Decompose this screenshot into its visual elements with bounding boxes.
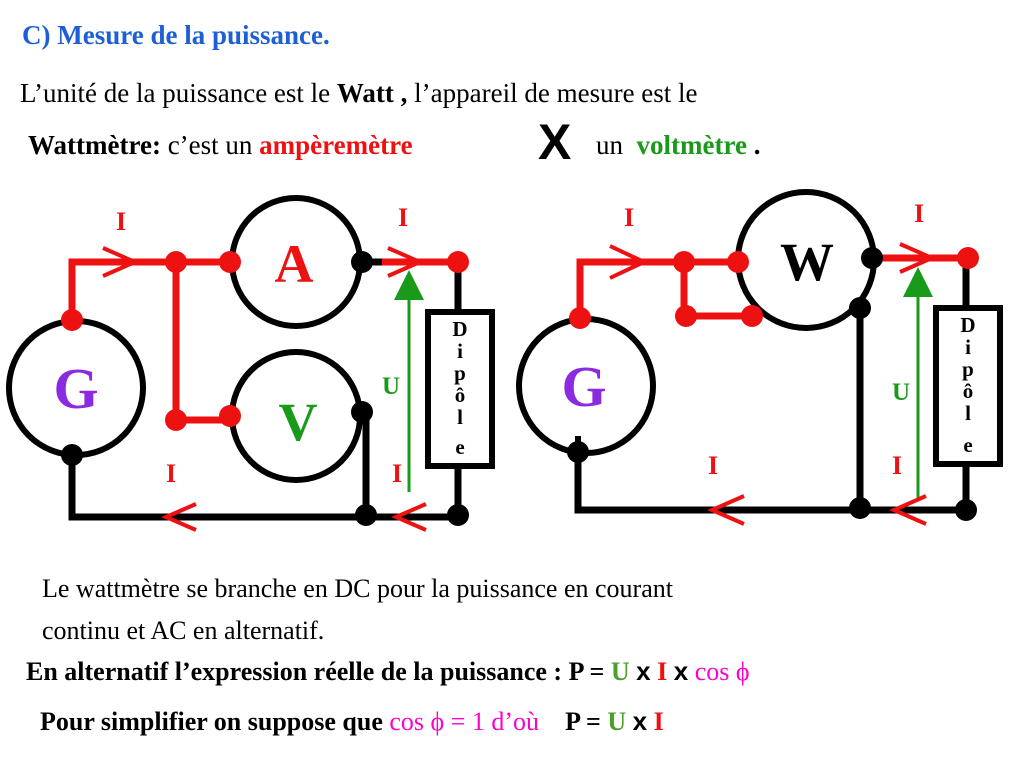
left-dipole-letter: l — [457, 405, 463, 429]
right-current-label: I — [892, 451, 902, 480]
intro-text: l’appareil de mesure est le — [414, 78, 698, 108]
dot: . — [753, 130, 761, 160]
formula-i: I — [653, 707, 664, 736]
left-voltage-label: U — [382, 373, 400, 400]
right-dipole-letter: D — [960, 313, 975, 337]
left-node — [219, 251, 241, 273]
right-wattmeter-label: W — [780, 232, 834, 292]
right-node — [567, 441, 589, 463]
formula-simplified: Pour simplifier on suppose que cos ϕ = 1… — [40, 706, 664, 737]
right-circuit: G W D i p ô l e U I I I I — [516, 189, 1003, 526]
left-node — [61, 444, 83, 466]
right-node — [727, 251, 749, 273]
right-dipole-letter: ô — [963, 379, 974, 403]
right-node — [673, 251, 695, 273]
formula-cos-phi: cos ϕ — [694, 657, 750, 686]
left-node — [447, 251, 469, 273]
left-node — [355, 504, 377, 526]
right-current-label: I — [708, 451, 718, 480]
right-node — [675, 305, 697, 327]
left-current-label: I — [392, 459, 402, 488]
right-node — [849, 297, 871, 319]
amperemetre-word: ampèremètre — [259, 130, 413, 160]
right-current-arrow — [899, 242, 937, 274]
left-current-label: I — [166, 459, 176, 488]
right-node — [957, 247, 979, 269]
left-dipole — [425, 309, 495, 469]
left-dipole-letter: D — [452, 317, 467, 341]
right-bottom-wire — [574, 448, 970, 514]
intro-text: c’est un — [167, 130, 253, 160]
right-current-label: I — [914, 199, 924, 228]
right-return-arrow — [889, 494, 927, 526]
right-dipole-letter: e — [963, 433, 972, 457]
left-node — [447, 504, 469, 526]
formula-u: U — [610, 657, 630, 686]
right-current-wire — [576, 258, 738, 318]
slide-title: C) Mesure de la puissance. — [22, 20, 330, 50]
left-dipole-letter: ô — [455, 383, 466, 407]
times-sign: X — [538, 114, 572, 170]
intro-line-1: L’unité de la puissance est le Watt , l’… — [20, 78, 698, 109]
formula-times: x — [636, 656, 651, 686]
left-dipole-letter: i — [457, 339, 463, 363]
right-generator-label: G — [561, 354, 606, 419]
left-circuit: G A V D i p ô l e U I I I I — [6, 195, 495, 532]
formula-prefix: Pour simplifier on suppose que — [40, 707, 383, 736]
right-node — [849, 497, 871, 519]
intro-text: L’unité de la puissance est le — [20, 78, 331, 108]
left-node — [351, 401, 373, 423]
paragraph-line-2: continu et AC en alternatif. — [42, 616, 325, 645]
voltmetre-word: voltmètre — [636, 130, 747, 160]
wattmetre-word: Wattmètre: — [28, 130, 161, 160]
left-dipole-letter: e — [455, 435, 464, 459]
watt-word: Watt , — [336, 78, 408, 108]
right-dipole — [933, 305, 1003, 467]
right-current-label: I — [624, 203, 634, 232]
left-return-arrow — [160, 502, 197, 532]
left-current-arrow — [387, 246, 425, 278]
right-dipole-letter: i — [965, 335, 971, 359]
left-current-wire — [68, 258, 230, 320]
formula-times: x — [673, 656, 689, 686]
left-node — [219, 405, 241, 427]
formula-u: U — [607, 707, 627, 736]
left-voltmeter-branch — [172, 262, 230, 424]
left-current-label: I — [398, 203, 408, 232]
right-node — [861, 247, 883, 269]
left-ammeter-label: A — [275, 234, 314, 294]
left-current-arrow — [102, 246, 140, 278]
left-generator-label: G — [53, 356, 98, 421]
left-node — [61, 309, 83, 331]
right-node — [741, 305, 763, 327]
paragraph-line-1: Le wattmètre se branche en DC pour la pu… — [42, 574, 673, 603]
right-node — [955, 499, 977, 521]
right-return-arrow — [707, 494, 745, 526]
formula-prefix: En alternatif l’expression réelle de la … — [26, 657, 605, 686]
left-node — [165, 251, 187, 273]
right-voltage-label: U — [892, 379, 910, 406]
right-current-arrow — [609, 244, 649, 280]
left-voltmeter-label: V — [279, 392, 318, 452]
intro-line-2: Wattmètre: c’est un ampèremètre — [28, 130, 413, 161]
formula-i: I — [657, 657, 668, 686]
intro-text: un — [596, 130, 623, 160]
formula-times: x — [632, 706, 648, 736]
left-dipole-letter: p — [454, 361, 466, 385]
right-dipole-letter: p — [962, 357, 974, 381]
left-bottom-wire — [68, 455, 462, 521]
left-node — [165, 409, 187, 431]
left-node — [351, 251, 373, 273]
intro-line-2b: un voltmètre . — [596, 130, 760, 161]
formula-alternating: En alternatif l’expression réelle de la … — [26, 656, 750, 687]
formula-cos-phi-one: cos ϕ = 1 d’où — [389, 707, 540, 736]
formula-p: P = — [565, 707, 601, 736]
right-dipole-letter: l — [965, 401, 971, 425]
left-return-arrow — [390, 502, 427, 532]
left-current-label: I — [116, 207, 126, 236]
right-node — [569, 307, 591, 329]
